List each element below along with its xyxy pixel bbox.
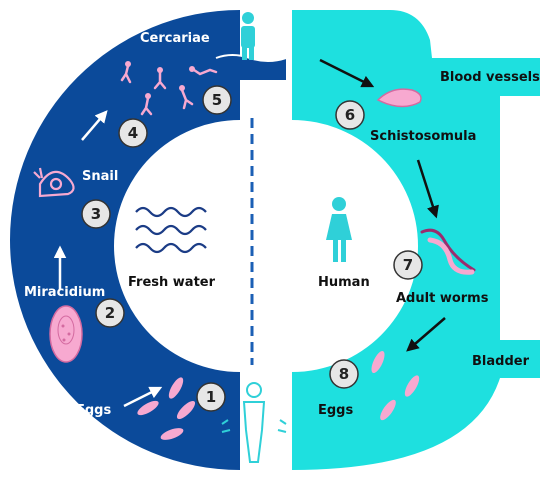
svg-text:2: 2 (105, 304, 115, 322)
label-cercariae: Cercariae (140, 31, 210, 46)
fresh-water-icon (135, 206, 207, 254)
svg-text:3: 3 (91, 205, 101, 223)
step-8: 8 (329, 359, 359, 389)
svg-text:5: 5 (212, 91, 222, 109)
schistosomula-icon (376, 88, 422, 108)
step-5: 5 (202, 85, 232, 115)
left-arrows (53, 110, 163, 408)
eggs-right-icon (371, 350, 420, 421)
step-6: 6 (335, 100, 365, 130)
snail-icon (33, 167, 75, 198)
label-human: Human (318, 275, 370, 290)
step-3: 3 (81, 199, 111, 229)
label-snail: Snail (82, 169, 118, 184)
label-eggs-right: Eggs (318, 403, 353, 418)
label-eggs-left: Eggs (76, 403, 111, 418)
person-standing-icon (241, 12, 255, 60)
arrow-snail-to-cercariae (81, 110, 108, 141)
svg-text:6: 6 (345, 106, 355, 124)
bladder-tab (460, 342, 540, 378)
human-icon (326, 197, 352, 262)
step-2: 2 (95, 298, 125, 328)
step-1: 1 (196, 382, 226, 412)
step-markers: 1 2 3 4 5 6 7 8 (81, 85, 423, 412)
label-blood-vessels: Blood vessels (440, 70, 540, 85)
svg-text:1: 1 (206, 388, 216, 406)
adult-worms-icon (420, 228, 476, 275)
label-miracidium: Miracidium (24, 285, 105, 300)
svg-text:8: 8 (339, 365, 349, 383)
label-bladder: Bladder (472, 354, 530, 369)
label-fresh-water: Fresh water (128, 275, 216, 290)
step-4: 4 (118, 118, 148, 148)
label-schistosomula: Schistosomula (370, 129, 476, 144)
miracidium-icon (49, 305, 83, 363)
arrow-adult-to-eggs (406, 317, 446, 352)
arrow-eggs-to-miracidium (123, 386, 163, 408)
person-bladder-icon (221, 382, 287, 463)
cercariae-icon (120, 64, 218, 116)
blood-vessels-tab (425, 58, 540, 94)
svg-text:4: 4 (128, 124, 138, 142)
arrow-entry-to-blood (319, 58, 375, 88)
svg-text:7: 7 (403, 256, 413, 274)
label-adult-worms: Adult worms (396, 291, 489, 306)
step-7: 7 (393, 250, 423, 280)
right-arrows (319, 58, 446, 352)
arrow-schisto-to-adult (416, 159, 439, 219)
eggs-left-icon (137, 377, 196, 440)
